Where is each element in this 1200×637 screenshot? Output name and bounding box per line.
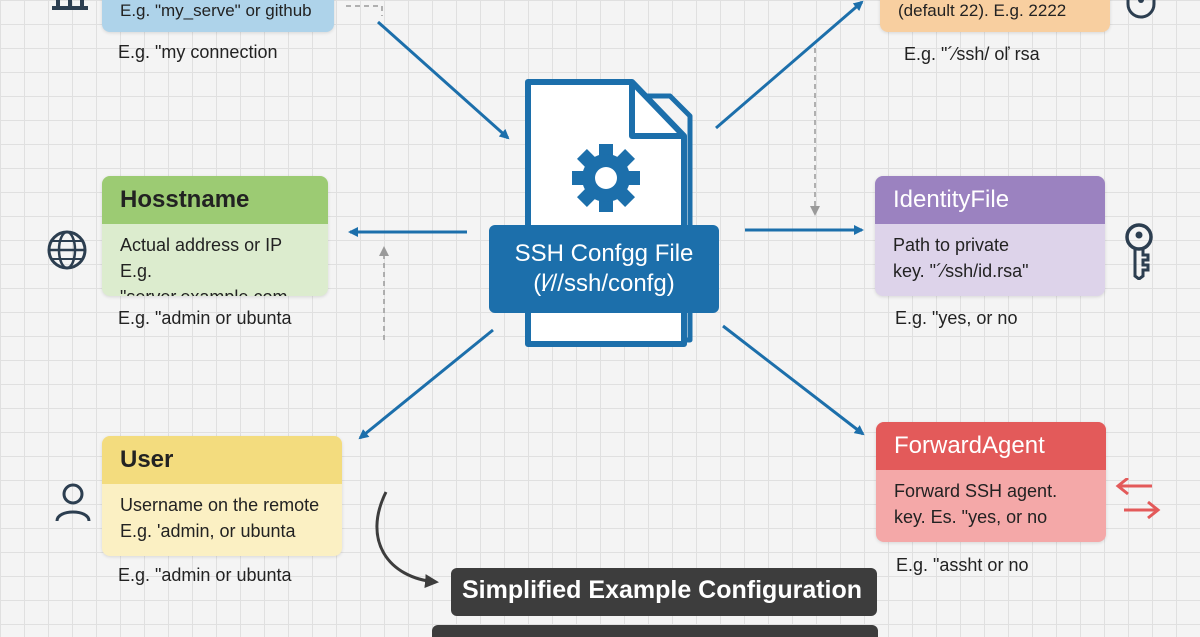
top-right-card-text: (default 22). E.g. 2222 (898, 1, 1067, 20)
identity-note: E.g. "yes, or no (895, 308, 1018, 328)
example-configuration-panel (432, 625, 878, 637)
hostname-body: Actual address or IP E.g. "server.exampl… (102, 224, 328, 296)
identity-line2: key. "´⁄ssh/id.rsa" (893, 261, 1029, 281)
hostname-card: Hosstname Actual address or IP E.g. "ser… (102, 176, 328, 296)
top-left-card-text: E.g. "my_serve" or github (120, 1, 312, 20)
simplified-example-configuration-button[interactable]: Simplified Example Configuration (451, 568, 877, 616)
identity-card: IdentityFile Path to private key. "´⁄ssh… (875, 176, 1105, 296)
user-note: E.g. "admin or ubunta (118, 565, 292, 585)
hostname-line2: E.g. "server.example.com (120, 261, 287, 296)
lock-icon (1126, 0, 1156, 19)
arrow-top-left-to-file (377, 20, 510, 140)
curved-arrow-to-example (375, 491, 439, 589)
forward-agent-title: ForwardAgent (876, 422, 1106, 470)
building-icon (52, 0, 88, 10)
hostname-line1: Actual address or IP (120, 235, 283, 255)
top-right-card: (default 22). E.g. 2222 (880, 0, 1110, 32)
ssh-config-file-label: SSH Confgg File (l⁄//ssh/confg) (489, 225, 719, 313)
forward-agent-card: ForwardAgent Forward SSH agent. key. Es.… (876, 422, 1106, 542)
identity-title: IdentityFile (875, 176, 1105, 224)
identity-body: Path to private key. "´⁄ssh/id.rsa" (875, 224, 1105, 292)
identity-line1: Path to private (893, 235, 1010, 255)
user-body: Usernamе on the remote E.g. 'admin, or u… (102, 484, 342, 552)
user-icon (55, 483, 91, 522)
forward-agent-line1: Forward SSH agent. (894, 481, 1058, 501)
hostname-note: E.g. "admin or ubunta (118, 308, 292, 328)
dashed-connector-top-left (346, 5, 383, 16)
top-left-note: E.g. "my connection (118, 42, 278, 62)
hostname-title: Hosstname (102, 176, 328, 224)
user-line1: Usernamе on the remote (120, 495, 320, 515)
swap-arrows-icon (1115, 478, 1161, 520)
top-right-note: E.g. "´⁄ssh/ oľ rsa (904, 44, 1040, 64)
center-title: SSH Confgg File (514, 240, 694, 267)
forward-agent-body: Forward SSH agent. key. Es. "yes, or no (876, 470, 1106, 538)
globe-icon (47, 230, 87, 270)
forward-agent-note: E.g. "assht or no (896, 555, 1029, 575)
center-path: (l⁄//ssh/confg) (533, 270, 675, 297)
key-icon (1125, 223, 1153, 280)
arrow-file-to-forward (722, 324, 865, 436)
user-card: User Usernamе on the remote E.g. 'admin,… (102, 436, 342, 556)
forward-agent-line2: key. Es. "yes, or no (894, 507, 1048, 527)
arrow-file-to-top-right (715, 0, 864, 130)
gear-icon (572, 144, 640, 212)
top-left-card: E.g. "my_serve" or github (102, 0, 334, 32)
user-title: User (102, 436, 342, 484)
user-line2: E.g. 'admin, or ubunta (120, 521, 296, 541)
arrow-file-to-user (358, 328, 494, 440)
